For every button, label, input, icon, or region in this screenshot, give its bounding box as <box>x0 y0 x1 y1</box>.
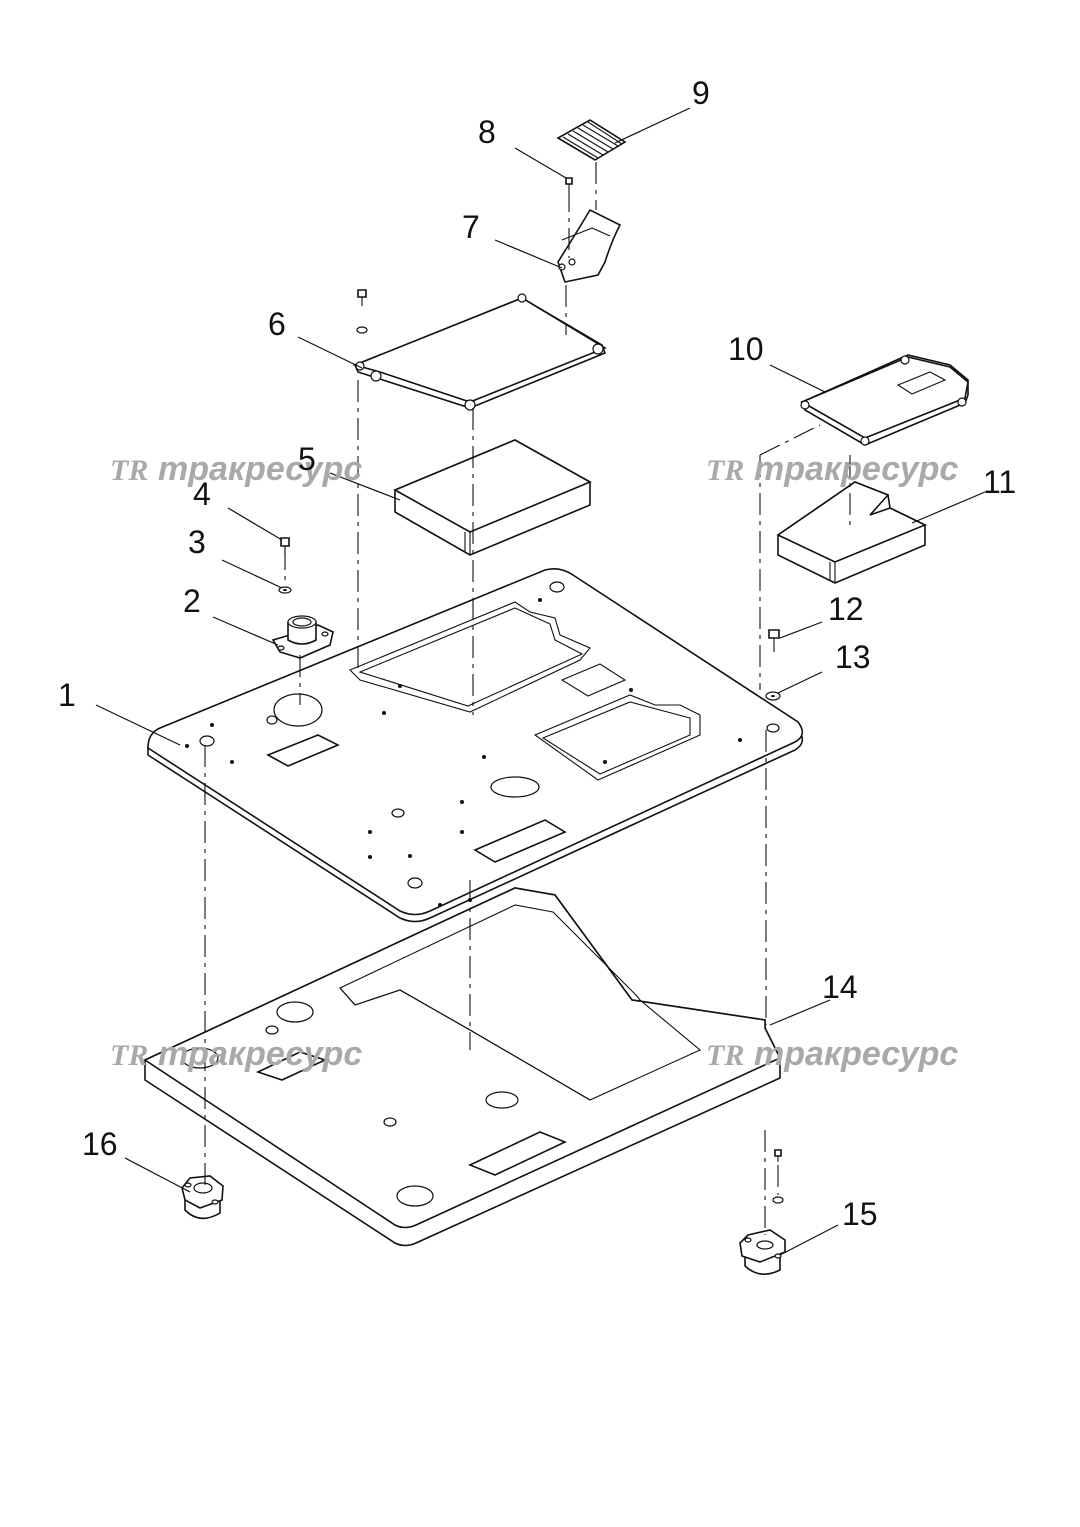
watermark-bottom-left: TR тракресурс <box>110 1035 362 1073</box>
part-9-grille <box>556 119 627 161</box>
watermark-logo: TR <box>706 1039 744 1072</box>
callout-8: 8 <box>478 114 496 150</box>
part-11-side-box <box>776 481 927 584</box>
callout-3: 3 <box>188 524 206 560</box>
watermark-text: тракресурс <box>754 450 958 488</box>
callout-11: 11 <box>983 464 1016 500</box>
part-6-cover <box>352 293 607 411</box>
callout-4: 4 <box>193 476 211 512</box>
callout-13: 13 <box>835 639 871 675</box>
callout-5: 5 <box>298 441 316 477</box>
part-16-mount <box>181 1175 224 1220</box>
part-3-washer <box>278 586 292 594</box>
watermark-bottom-right: TR тракресурс <box>706 1035 958 1073</box>
callout-9: 9 <box>692 75 710 111</box>
part-4-bolt <box>280 537 290 555</box>
callout-16: 16 <box>82 1126 118 1162</box>
callout-6: 6 <box>268 306 286 342</box>
callout-14: 14 <box>822 969 858 1005</box>
watermark-text: тракресурс <box>158 450 362 488</box>
part-5-box <box>393 439 592 556</box>
part-8-screw <box>565 177 573 190</box>
watermark-logo: TR <box>110 454 148 487</box>
part-6-bolt <box>356 289 368 334</box>
watermark-top-left: TR тракресурс <box>110 450 362 488</box>
watermark-text: тракресурс <box>158 1035 362 1073</box>
watermark-logo: TR <box>706 454 744 487</box>
callout-12: 12 <box>828 591 864 627</box>
callout-1: 1 <box>58 677 76 713</box>
assembly-lines <box>204 162 851 1235</box>
part-1-floor-plate <box>147 568 804 923</box>
watermark-top-right: TR тракресурс <box>706 450 958 488</box>
leader-lines <box>95 107 986 1256</box>
callout-10: 10 <box>728 331 764 367</box>
callout-7: 7 <box>462 209 480 245</box>
part-2-bushing <box>271 615 334 659</box>
part-14-base-frame <box>143 887 782 1247</box>
part-7-bracket <box>557 208 622 283</box>
callout-2: 2 <box>183 583 201 619</box>
part-13-washer <box>765 691 781 701</box>
callout-labels: 1 2 3 4 5 6 7 8 9 10 11 12 13 14 15 16 <box>58 75 1016 1232</box>
callout-15: 15 <box>842 1196 878 1232</box>
part-15-mount <box>739 1149 786 1275</box>
part-12-bolt <box>768 629 780 652</box>
part-10-side-cover <box>800 354 969 446</box>
watermark-logo: TR <box>110 1039 148 1072</box>
watermark-text: тракресурс <box>754 1035 958 1073</box>
